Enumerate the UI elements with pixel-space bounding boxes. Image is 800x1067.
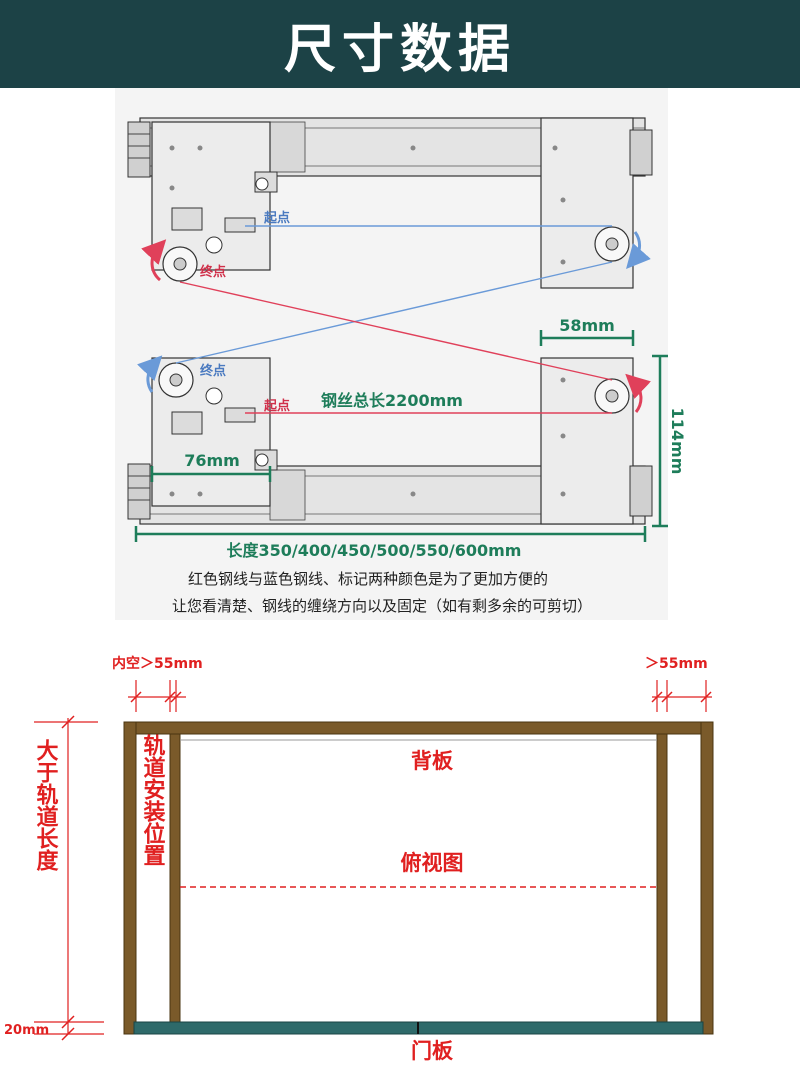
depth-label: 大于轨道长度 [33, 739, 59, 872]
right-rail-board [656, 733, 668, 1025]
red-arrow-bottom [625, 373, 651, 413]
right-side-wall [700, 721, 714, 1035]
red-arrow-top [141, 239, 167, 282]
gap-label: 20mm [4, 1023, 49, 1038]
end-label-bottom: 终点 [200, 363, 226, 379]
header-bar: 尺寸数据 [0, 0, 800, 88]
start-label-bottom: 起点 [263, 398, 290, 414]
clearance-right-label: ＞55mm [645, 656, 708, 672]
back-panel-board [123, 721, 714, 735]
dimension-114mm: 114mm [652, 354, 687, 528]
left-rail-board [169, 733, 181, 1025]
clearance-right-dimension: ＞55mm [645, 656, 712, 712]
top-rail-assembly [127, 117, 653, 289]
left-side-wall [123, 721, 137, 1035]
bottom-rail-assembly [127, 357, 653, 525]
wires [137, 225, 651, 414]
blue-arrow-top [626, 231, 651, 269]
red-wire-cross [179, 281, 613, 381]
start-label-top: 起点 [263, 210, 290, 226]
dimension-rail-length: 长度350/400/450/500/550/600mm [134, 526, 647, 560]
note-line-2: 让您看清楚、钢线的缠绕方向以及固定（如有剩多余的可剪切） [172, 597, 592, 615]
dimension-76mm: 76mm [150, 451, 272, 482]
back-panel-label: 背板 [411, 749, 454, 773]
end-label-top: 终点 [200, 264, 226, 280]
blue-wire-cross [175, 261, 613, 364]
dimension-58mm: 58mm [539, 316, 635, 346]
bracket-height-label: 114mm [668, 408, 687, 475]
clearance-left-label: 内空＞55mm [112, 655, 203, 672]
depth-dimension: 20mm 大于轨道长度 [4, 715, 104, 1041]
bracket-width-label: 58mm [559, 316, 615, 335]
door-panel-label: 门板 [411, 1039, 454, 1063]
rail-position-label: 轨道安装位置 [140, 733, 166, 866]
page-title: 尺寸数据 [283, 19, 516, 80]
wire-total-length-label: 钢丝总长2200mm [321, 391, 463, 410]
inner-width-label: 76mm [184, 451, 240, 470]
note-line-1: 红色钢线与蓝色钢线、标记两种颜色是为了更加方便的 [188, 570, 548, 588]
blue-arrow-bottom [137, 355, 163, 393]
cabinet-top-view [123, 721, 714, 1035]
top-view-label: 俯视图 [401, 851, 464, 875]
rail-length-label: 长度350/400/450/500/550/600mm [227, 541, 522, 560]
clearance-left-dimension: 内空＞55mm [112, 655, 203, 712]
